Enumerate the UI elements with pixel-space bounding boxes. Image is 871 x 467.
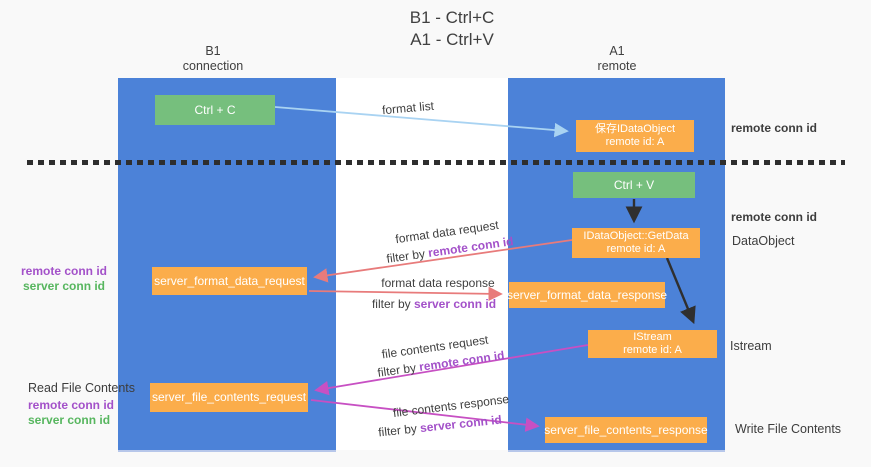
filter-by-text: filter by [371, 297, 414, 311]
clipboard-boundary-dashed-line [27, 160, 845, 165]
format-data-response-filter-label: filter by server conn id [372, 297, 496, 311]
diagram-title-line1: B1 - Ctrl+C [409, 8, 495, 27]
server-file-contents-response-node: server_file_contents_response [544, 417, 708, 443]
server-format-data-request-label: server_format_data_request [154, 273, 305, 288]
server-file-contents-request-label: server_file_contents_request [151, 390, 307, 404]
idataobject-getdata-node: IDataObject::GetData remote id: A [572, 228, 700, 258]
lifeline-b1-subtitle: connection [182, 59, 244, 73]
ctrl-c-node: Ctrl + C [155, 95, 275, 125]
left-remote-conn-id-top-label: remote conn id [20, 264, 107, 278]
dataobject-label: DataObject [732, 234, 795, 248]
left-remote-conn-id-bottom-label: remote conn id [28, 398, 115, 412]
diagram-title-line2: A1 - Ctrl+V [410, 30, 494, 49]
diagram-title: B1 - Ctrl+C A1 - Ctrl+V [410, 7, 495, 51]
istream-node: IStream remote id: A [588, 330, 717, 358]
lifeline-a1-name: A1 [609, 44, 625, 58]
save-idataobject-line2: remote id: A [605, 136, 665, 148]
ctrl-v-node: Ctrl + V [573, 172, 695, 198]
server-format-data-request-node: server_format_data_request [152, 267, 307, 295]
server-file-contents-request-node: server_file_contents_request [150, 383, 308, 412]
format-data-response-label: format data response [381, 276, 495, 290]
save-idataobject-line1: 保存IDataObject [594, 123, 676, 135]
idataobject-getdata-line1: IDataObject::GetData [583, 230, 689, 242]
server-file-contents-response-label: server_file_contents_response [544, 422, 708, 437]
write-file-contents-label: Write File Contents [735, 422, 842, 436]
left-server-conn-id-top-label: server conn id [22, 279, 106, 293]
lifeline-a1-subtitle: remote [597, 59, 637, 73]
lifeline-header-b1: B1 connection [183, 44, 243, 74]
idataobject-getdata-line2: remote id: A [606, 243, 666, 255]
istream-side-label: Istream [730, 339, 772, 353]
server-conn-id-text: server conn id [413, 297, 497, 311]
save-idataobject-node: 保存IDataObject remote id: A [576, 120, 694, 152]
left-server-conn-id-bottom-label: server conn id [28, 413, 111, 427]
left-conn-id-pair-bottom: remote conn id server conn id [28, 398, 115, 428]
right-remote-conn-id-top-label: remote conn id [731, 121, 818, 135]
left-conn-id-pair-top: remote conn id server conn id [20, 264, 108, 294]
server-format-data-response-node: server_format_data_response [506, 282, 668, 308]
istream-line2: remote id: A [623, 344, 682, 356]
server-format-data-response-label: server_format_data_response [506, 287, 668, 302]
lifeline-header-a1: A1 remote [598, 44, 637, 74]
ctrl-v-label: Ctrl + V [613, 178, 655, 192]
right-remote-conn-id-mid-label: remote conn id [731, 210, 818, 224]
ctrl-c-label: Ctrl + C [194, 103, 236, 117]
istream-line1: IStream [633, 331, 672, 343]
lifeline-b1-name: B1 [205, 44, 221, 58]
read-file-contents-label: Read File Contents [28, 381, 136, 395]
